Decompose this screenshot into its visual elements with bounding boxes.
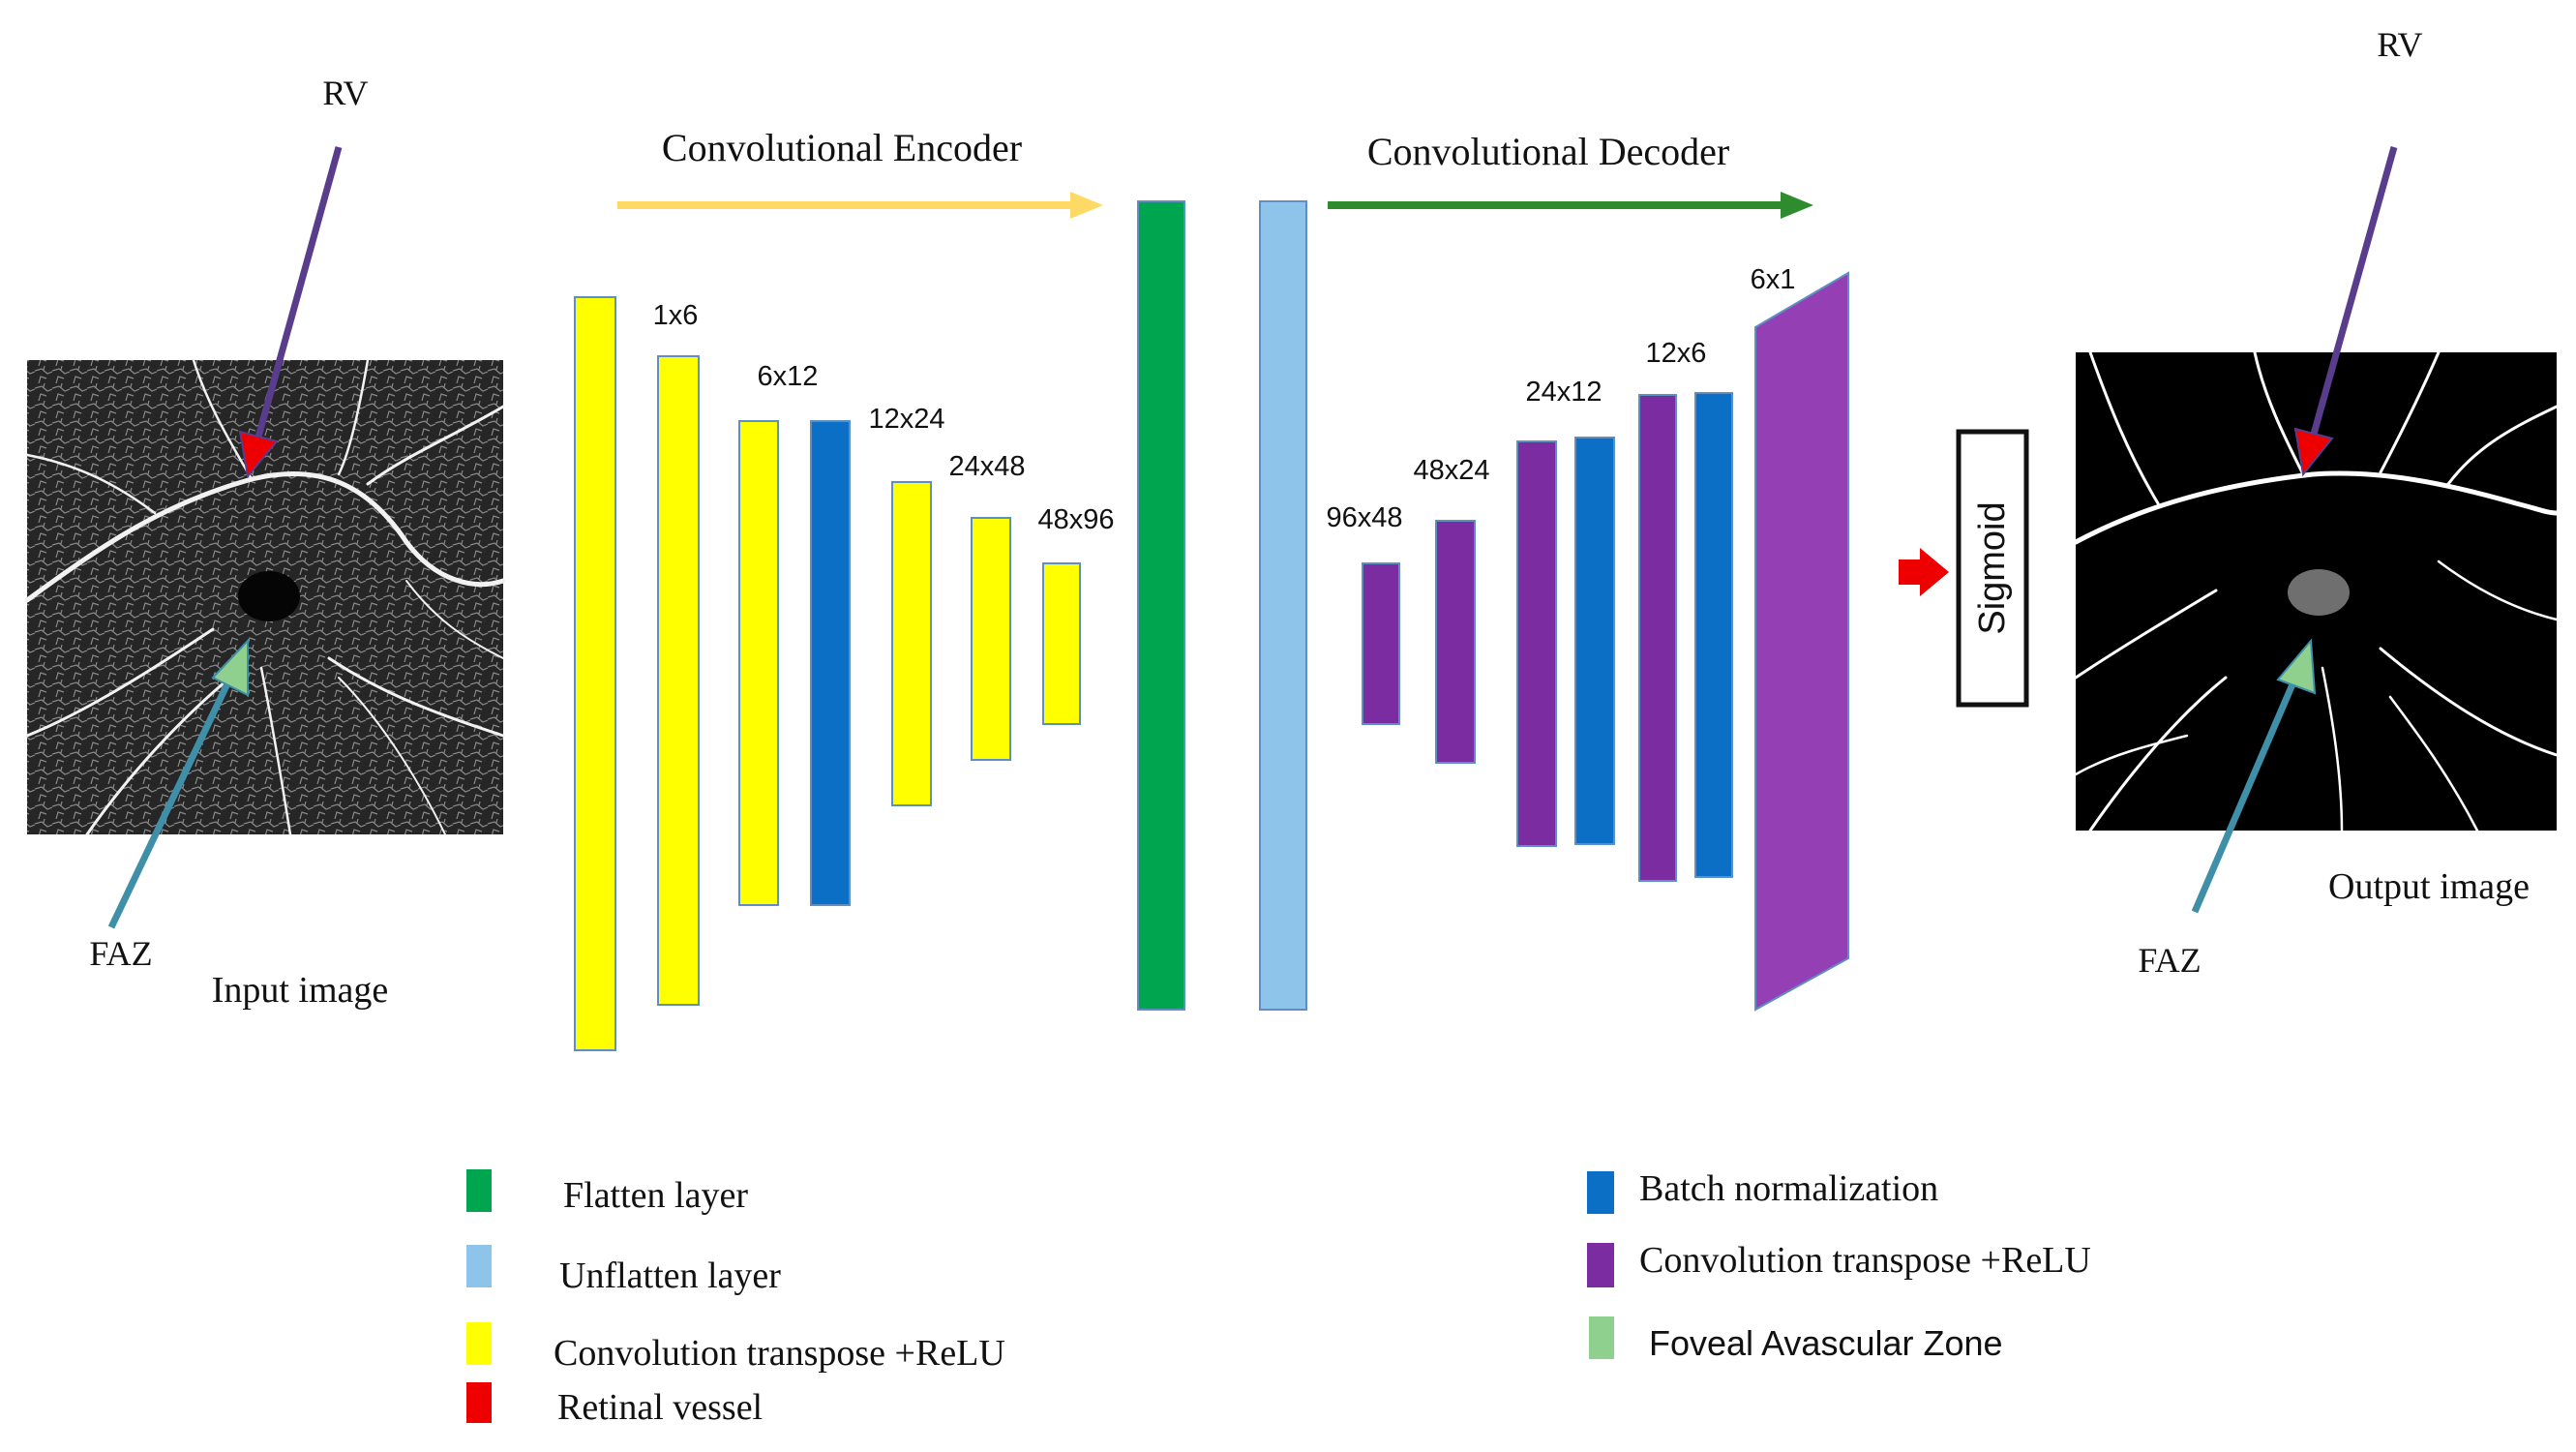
input-faz-arrow [107, 638, 249, 929]
encoder-size-5: 48x96 [1037, 504, 1114, 535]
encoder-batchnorm-layer [810, 420, 851, 906]
legend-swatch-flatten [466, 1169, 492, 1212]
input-faz-label: FAZ [89, 934, 152, 973]
legend-swatch-batch-norm [1587, 1171, 1614, 1214]
legend-swatch-deconv-purple [1587, 1243, 1614, 1287]
encoder-layers [574, 296, 1081, 1051]
legend-swatch-retinal-vessel [466, 1382, 492, 1423]
output-faz-label: FAZ [2138, 941, 2201, 980]
decoder-direction-arrow [1328, 192, 1813, 219]
encoder-conv-layer-1 [574, 296, 616, 1051]
sigmoid-arrow [1899, 548, 1949, 596]
output-rv-label: RV [2377, 25, 2422, 64]
input-image [24, 358, 506, 836]
legend-label-flatten: Flatten layer [563, 1175, 748, 1216]
decoder-deconv-layer-1 [1362, 562, 1400, 725]
decoder-title: Convolutional Decoder [1367, 130, 1729, 173]
flatten-layer [1137, 200, 1185, 1011]
legend-label-retinal-vessel: Retinal vessel [557, 1387, 763, 1428]
legend-label-batch-norm: Batch normalization [1639, 1168, 1938, 1209]
decoder-size-4: 12x6 [1646, 338, 1707, 369]
decoder-size-5: 6x1 [1751, 264, 1796, 295]
legend-label-conv-yellow: Convolution transpose +ReLU [554, 1333, 1005, 1374]
encoder-size-2: 6x12 [758, 361, 819, 392]
decoder-batchnorm-layer-2 [1694, 392, 1733, 878]
legend: Flatten layer Unflatten layer Convolutio… [466, 1168, 2091, 1428]
decoder-deconv-layer-2 [1435, 520, 1476, 764]
decoder-output-layer [1754, 271, 1849, 1012]
sigmoid-box [1956, 429, 2029, 708]
input-caption: Input image [212, 970, 389, 1011]
decoder-size-2: 48x24 [1413, 455, 1489, 486]
output-faz-arrow [2191, 638, 2317, 914]
decoder-size-1: 96x48 [1326, 502, 1402, 533]
decoder-size-3: 24x12 [1525, 377, 1602, 408]
sigmoid-label: Sigmoid [1972, 501, 2013, 634]
decoder-deconv-layer-3 [1516, 440, 1557, 847]
decoder-batchnorm-layer-1 [1574, 437, 1615, 845]
legend-swatch-conv-yellow [466, 1322, 492, 1365]
encoder-conv-layer-2 [657, 355, 700, 1006]
encoder-size-3: 12x24 [868, 404, 944, 435]
input-rv-label: RV [322, 74, 368, 112]
legend-swatch-unflatten [466, 1245, 492, 1287]
output-rv-arrow [2293, 146, 2398, 477]
encoder-title: Convolutional Encoder [662, 126, 1022, 169]
decoder-layers [1362, 271, 1849, 1012]
unflatten-layer [1259, 200, 1307, 1011]
legend-label-unflatten: Unflatten layer [559, 1255, 781, 1296]
input-rv-arrow [238, 146, 343, 479]
output-image [2073, 350, 2560, 832]
encoder-conv-layer-5 [971, 517, 1011, 761]
legend-label-deconv-purple: Convolution transpose +ReLU [1639, 1240, 2091, 1281]
legend-label-faz: Foveal Avascular Zone [1649, 1323, 2003, 1363]
decoder-deconv-layer-4 [1638, 394, 1677, 882]
encoder-direction-arrow [617, 192, 1103, 219]
output-caption: Output image [2328, 866, 2530, 907]
encoder-conv-layer-3 [738, 420, 779, 906]
legend-swatch-faz [1589, 1316, 1614, 1359]
encoder-conv-layer-4 [891, 481, 932, 806]
encoder-conv-layer-6 [1042, 562, 1081, 725]
encoder-size-1: 1x6 [653, 300, 699, 331]
encoder-size-4: 24x48 [948, 451, 1025, 482]
